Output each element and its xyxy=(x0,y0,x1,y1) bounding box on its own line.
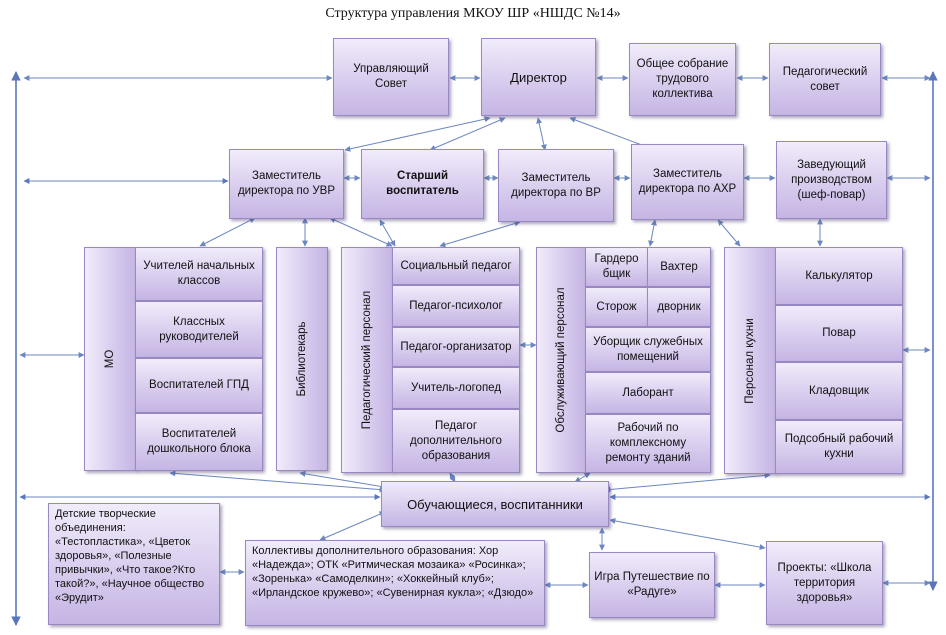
box-projects: Проекты: «Школа территория здоровья» xyxy=(766,541,883,625)
box-creative-associations: Детские творческие объединения: «Тестопл… xyxy=(48,503,220,625)
box-chef: Заведующий производством (шеф-повар) xyxy=(776,141,887,219)
ped-staff-item: Педагог дополнительного образования xyxy=(392,409,520,473)
box-additional-education: Коллективы дополнительного образования: … xyxy=(245,540,545,626)
box-deputy-ahr: Заместитель директора по АХР xyxy=(631,144,744,220)
service-lab-assistant: Лаборант xyxy=(585,372,711,414)
kitchen-item: Подсобный рабочий кухни xyxy=(775,420,903,474)
box-director: Директор xyxy=(481,38,596,116)
ped-staff-label: Педагогический персонал xyxy=(341,247,393,473)
librarian-box: Библиотекарь xyxy=(276,247,328,471)
kitchen-staff-label: Персонал кухни xyxy=(724,247,776,474)
service-staff-label: Обслуживающий персонал xyxy=(536,247,586,473)
mo-item: Классных руководителей xyxy=(135,301,263,358)
service-cloakroom: Гардеро бщик xyxy=(585,247,648,287)
box-governing-council: Управляющий Совет xyxy=(333,38,449,116)
service-cleaner: Уборщик служебных помещений xyxy=(585,327,711,372)
box-rainbow-game: Игра Путешествие по «Радуге» xyxy=(589,552,715,618)
box-general-assembly: Общее собрание трудового коллектива xyxy=(629,43,736,116)
mo-label: МО xyxy=(84,247,136,471)
service-repair-worker: Рабочий по комплексному ремонту зданий xyxy=(585,414,711,473)
ped-staff-item: Педагог-психолог xyxy=(392,285,520,327)
box-deputy-uvr: Заместитель директора по УВР xyxy=(229,149,344,219)
kitchen-item: Калькулятор xyxy=(775,247,903,305)
service-guard: Вахтер xyxy=(647,247,711,287)
box-senior-educator: Старший воспитатель xyxy=(361,149,484,219)
box-students: Обучающиеся, воспитанники xyxy=(381,481,609,527)
service-janitor: дворник xyxy=(647,287,711,327)
kitchen-item: Кладовщик xyxy=(775,362,903,420)
service-watchman: Сторож xyxy=(585,287,648,327)
ped-staff-item: Социальный педагог xyxy=(392,247,520,285)
mo-item: Воспитателей ГПД xyxy=(135,358,263,413)
box-pedagogical-council: Педагогический совет xyxy=(769,43,881,116)
mo-item: Учителей начальных классов xyxy=(135,247,263,301)
ped-staff-item: Учитель-логопед xyxy=(392,367,520,409)
diagram-title: Структура управления МКОУ ШР «НШДС №14» xyxy=(325,6,621,21)
box-deputy-vr: Заместитель директора по ВР xyxy=(498,149,614,222)
mo-item: Воспитателей дошкольного блока xyxy=(135,413,263,471)
ped-staff-item: Педагог-организатор xyxy=(392,327,520,367)
kitchen-item: Повар xyxy=(775,305,903,362)
